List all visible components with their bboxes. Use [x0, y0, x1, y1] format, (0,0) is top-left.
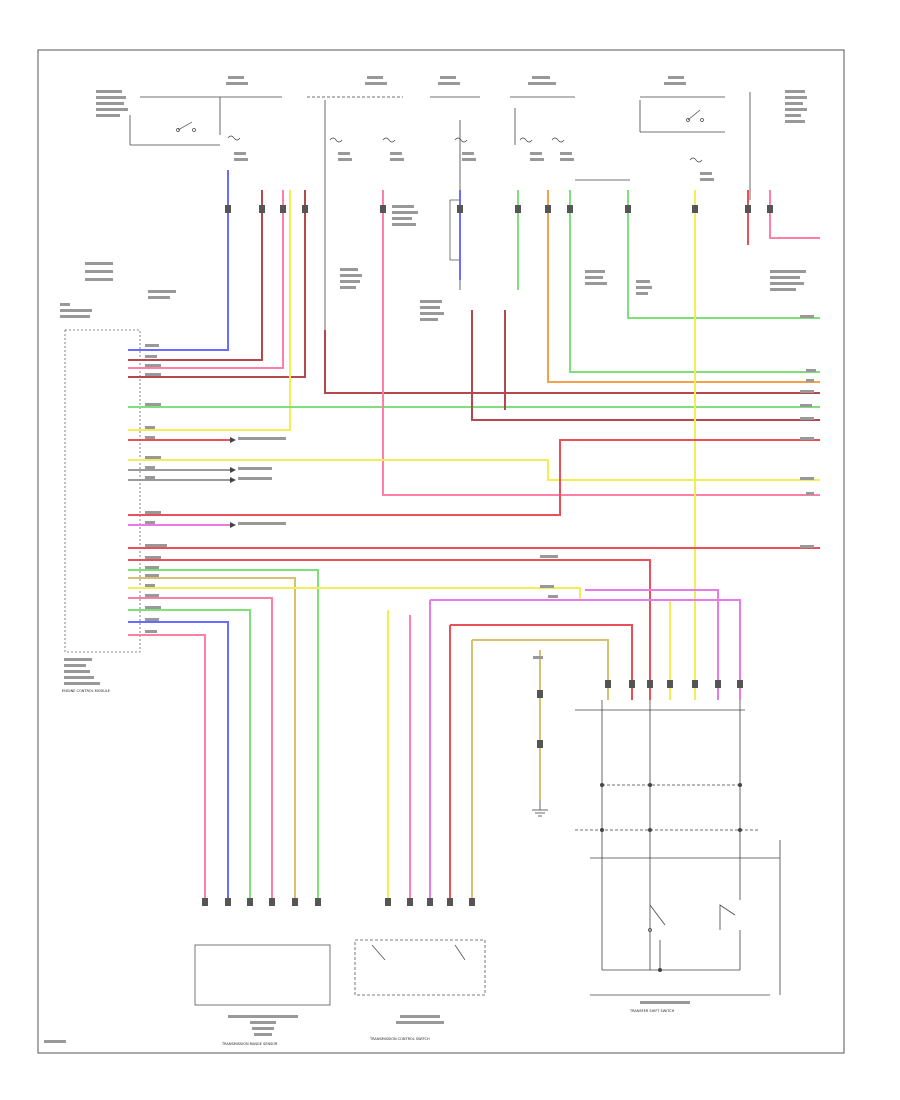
wire-red-3	[128, 439, 820, 516]
wire-red-5	[128, 559, 651, 700]
wire-blue-3	[128, 621, 229, 900]
wire-brown-2	[128, 190, 306, 378]
top-relays	[176, 109, 704, 261]
wire-pink-4	[128, 597, 273, 900]
wire-violet-4	[585, 589, 719, 700]
wire-orange-1	[547, 190, 820, 383]
wire-yellow-4	[128, 587, 671, 700]
wires	[128, 170, 820, 900]
wire-blue-1	[128, 170, 229, 351]
wire-arrows	[230, 437, 236, 528]
wire-tags	[145, 315, 816, 659]
wire-pink-3	[769, 190, 820, 239]
wire-violet-2	[430, 599, 741, 700]
transfer-shift-switch-contacts	[648, 904, 736, 932]
wire-red-6	[450, 624, 633, 700]
top-fuse-area	[129, 92, 751, 330]
transmission-range-sensor	[194, 944, 331, 1006]
wire-pink-1	[128, 190, 284, 369]
ground-symbol	[532, 800, 548, 817]
junction-dots	[600, 783, 742, 972]
wire-brown-3	[324, 330, 820, 394]
wire-pink-5	[128, 634, 206, 900]
transmission-control-switch	[354, 939, 486, 996]
wire-green-5	[128, 569, 319, 900]
wire-brown-4	[471, 310, 820, 421]
bottom-captions	[44, 1001, 690, 1043]
tss-label: TRANSFER SHIFT SWITCH	[629, 1009, 675, 1013]
wire-green-6	[128, 609, 251, 900]
wire-yellow-1	[128, 190, 291, 431]
fuse-symbols	[227, 135, 703, 163]
diagram-border	[37, 49, 845, 1054]
wire-yellow-3	[128, 459, 820, 481]
wire-pink-2	[382, 190, 820, 496]
wire-brown-1	[128, 190, 263, 361]
wire-tan-1	[128, 577, 296, 900]
lower-right-junction	[575, 700, 781, 996]
top-labels	[60, 76, 807, 321]
tcs-label: TRANSMISSION CONTROL SWITCH	[369, 1037, 430, 1041]
wire-green-3	[627, 190, 820, 319]
trs-label: TRANSMISSION RANGE SENSOR	[221, 1042, 278, 1046]
ecm-label: ENGINE CONTROL MODULE	[62, 689, 110, 693]
wire-green-2	[569, 190, 820, 373]
connector-marks	[202, 205, 773, 906]
engine-control-module	[64, 329, 141, 685]
